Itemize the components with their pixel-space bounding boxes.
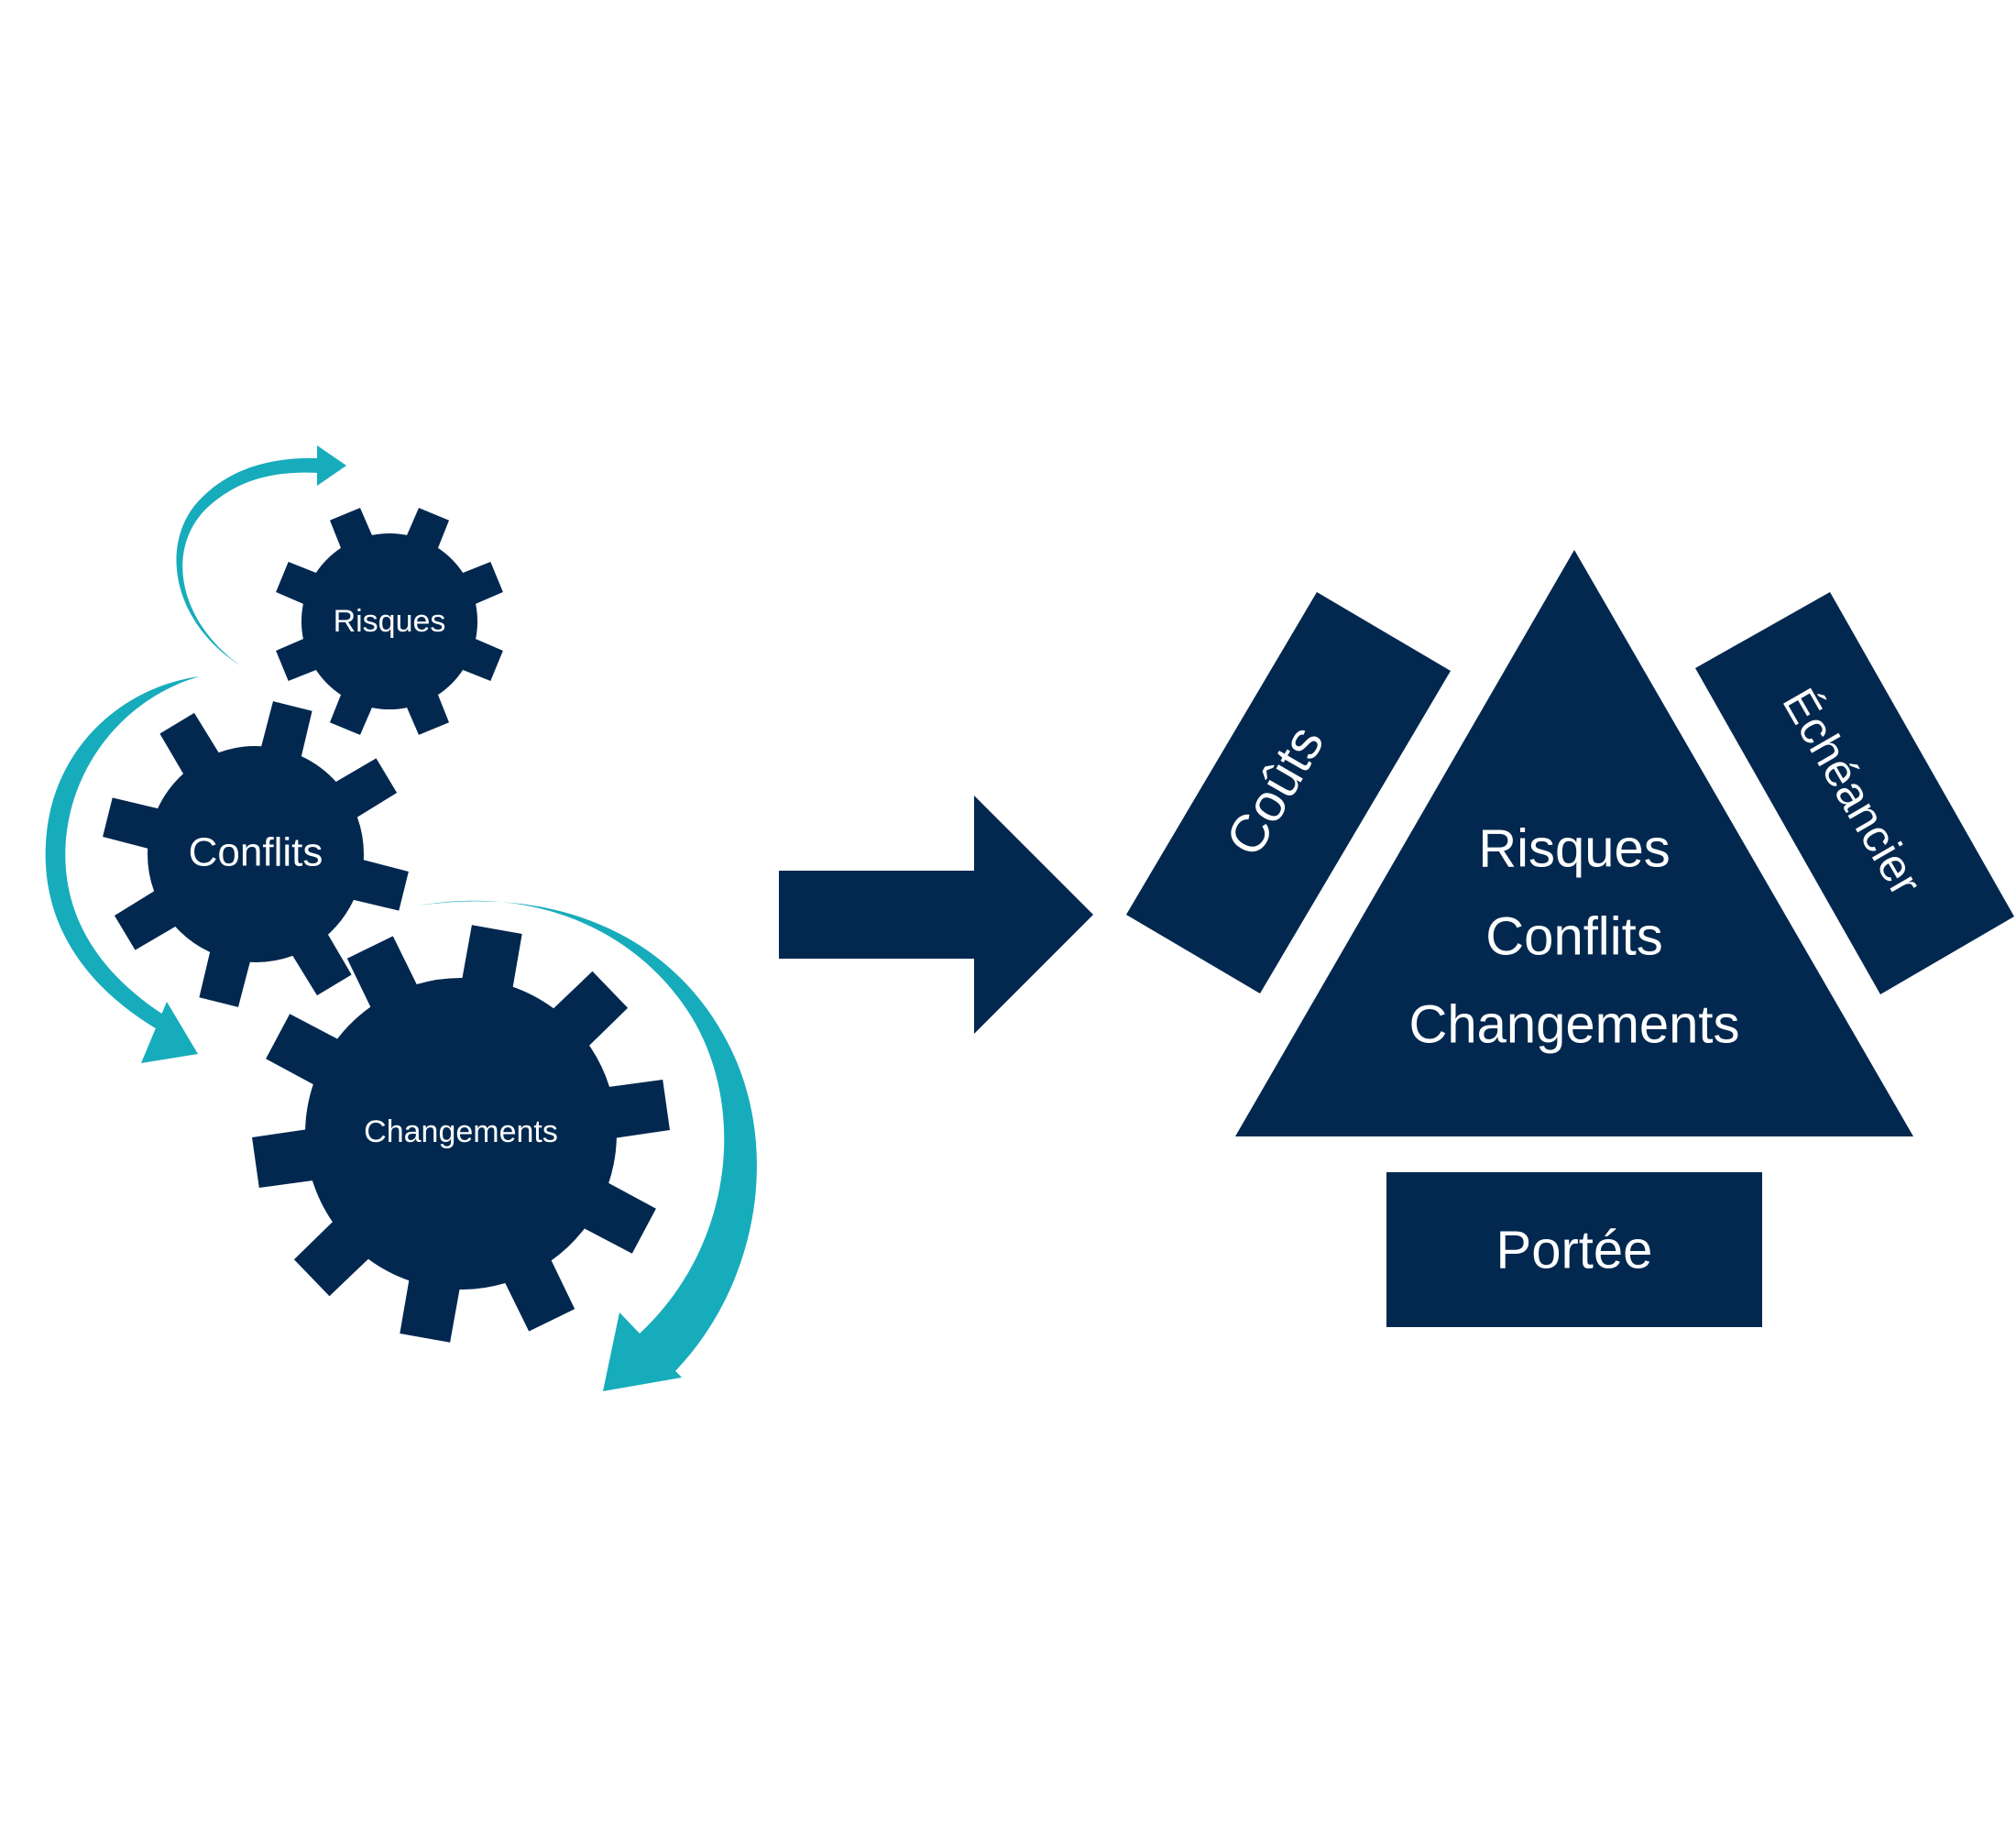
- cycle-arrow-left: [45, 676, 200, 1063]
- transform-arrow: [779, 796, 1093, 1034]
- gear-conflits-label: Conflits: [189, 830, 323, 875]
- portee-bar: [1386, 1172, 1762, 1327]
- gear-changements: [252, 925, 670, 1343]
- echeancier-bar: [1695, 592, 2014, 994]
- cycle-arrow-top: [176, 445, 346, 665]
- triangle-line-changements: Changements: [1408, 994, 1739, 1054]
- portee-label: Portée: [1496, 1220, 1653, 1279]
- center-triangle: [1235, 550, 1913, 1136]
- couts-bar: [1126, 592, 1451, 993]
- triangle-line-conflits: Conflits: [1485, 906, 1662, 966]
- cycle-arrow-right: [420, 900, 757, 1391]
- gear-conflits: [103, 701, 409, 1007]
- triangle-line-risques: Risques: [1478, 818, 1671, 878]
- gear-changements-label: Changements: [364, 1114, 558, 1149]
- gear-risques: [276, 508, 503, 735]
- gear-risques-label: Risques: [334, 604, 446, 639]
